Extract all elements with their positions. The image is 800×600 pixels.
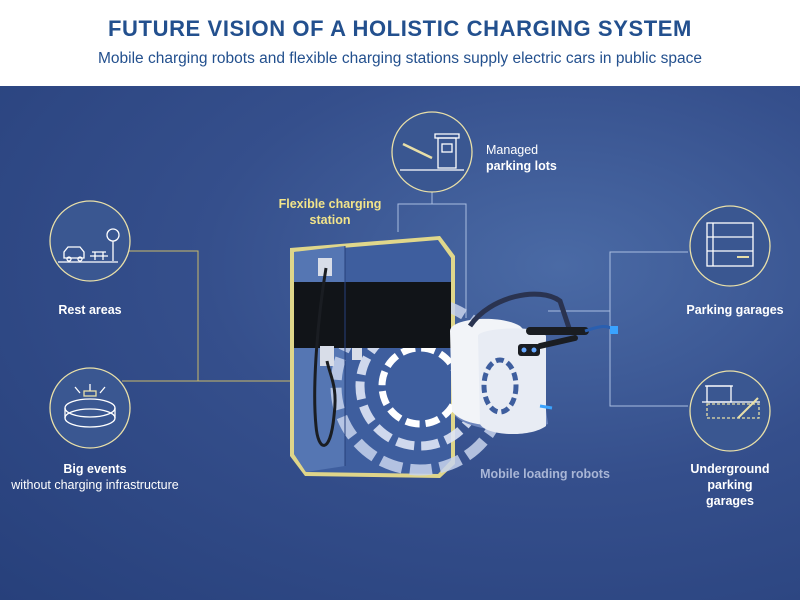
page-subtitle: Mobile charging robots and flexible char… <box>98 50 702 67</box>
flexible-station-label: Flexible charging station <box>270 196 390 228</box>
parking-barrier-icon <box>400 133 464 171</box>
connector-managed-a <box>397 191 433 232</box>
underground-garage-icon <box>702 385 760 419</box>
connector-lines <box>122 250 290 382</box>
rest-areas-icon-circle <box>49 200 131 282</box>
underground-line1: Underground parking <box>690 462 770 492</box>
underground-garages-icon-circle <box>689 370 771 452</box>
managed-parking-line2: parking lots <box>486 159 557 173</box>
header: FUTURE VISION OF A HOLISTIC CHARGING SYS… <box>0 0 800 86</box>
connector-lines-right <box>397 191 688 407</box>
big-events-title: Big events <box>63 462 127 476</box>
connector-rest-areas <box>122 250 290 382</box>
charging-station-illustration <box>290 236 510 478</box>
big-events-label: Big events without charging infrastructu… <box>0 461 190 493</box>
underground-garages-label: Underground parking garages <box>668 461 792 509</box>
parking-garage-icon <box>706 222 754 267</box>
rest-areas-text: Rest areas <box>58 303 122 317</box>
page-title: FUTURE VISION OF A HOLISTIC CHARGING SYS… <box>108 16 692 41</box>
flexible-station-line1: Flexible charging <box>278 197 382 211</box>
parking-garages-label: Parking garages <box>680 302 790 318</box>
rest-areas-label: Rest areas <box>40 302 140 318</box>
connector-parking-garages <box>548 251 688 312</box>
managed-parking-label: Managed parking lots <box>486 142 576 174</box>
connector-underground <box>609 311 688 407</box>
diagram-panel: Rest areas Big events without charging i… <box>0 86 800 600</box>
mobile-robots-text: Mobile loading robots <box>480 467 610 481</box>
stadium-icon <box>64 384 116 428</box>
big-events-subtitle: without charging infrastructure <box>11 478 179 492</box>
managed-parking-line1: Managed <box>486 143 539 157</box>
mobile-robots-label: Mobile loading robots <box>470 466 620 482</box>
connector-managed-b <box>432 203 467 318</box>
parking-garages-icon-circle <box>689 205 771 287</box>
underground-line2: garages <box>706 494 754 508</box>
mobile-robot-illustration <box>450 291 618 435</box>
big-events-icon-circle <box>49 367 131 449</box>
managed-parking-icon-circle <box>391 111 473 193</box>
flexible-station-line2: station <box>309 213 351 227</box>
parking-garages-text: Parking garages <box>686 303 784 317</box>
car-picnic-icon <box>58 228 120 263</box>
diagram-graphics <box>49 111 771 478</box>
